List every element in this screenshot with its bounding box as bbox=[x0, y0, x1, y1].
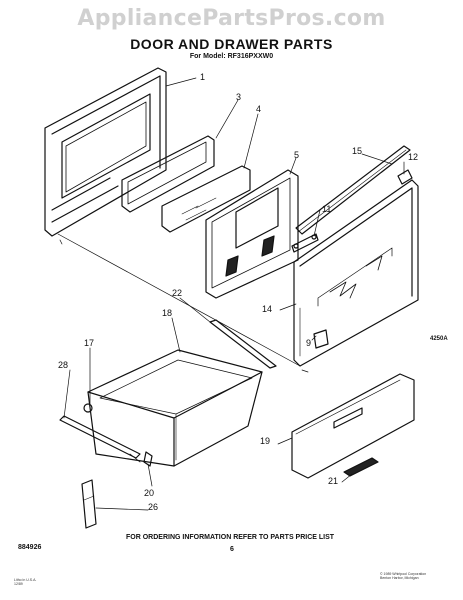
callout-3: 3 bbox=[236, 92, 242, 102]
drawer-front-panel bbox=[291, 373, 415, 479]
callout-12: 12 bbox=[408, 152, 419, 162]
door-glass bbox=[161, 165, 251, 233]
callout-17: 17 bbox=[84, 338, 95, 348]
callout-20: 20 bbox=[144, 488, 155, 498]
callout-5: 5 bbox=[294, 150, 300, 160]
drawer-roller-left bbox=[83, 403, 93, 413]
figure-code: 4250A bbox=[430, 336, 448, 342]
model-subtitle: For Model: RF316PXXW0 bbox=[189, 53, 274, 60]
callout-9: 9 bbox=[306, 338, 312, 348]
inner-door-liner bbox=[205, 169, 299, 299]
fine-print-right-line1: © 1989 Whirlpool Corporation bbox=[380, 572, 427, 576]
drawer-end-cap bbox=[81, 479, 97, 529]
callout-28: 28 bbox=[58, 360, 69, 370]
callout-22: 22 bbox=[172, 288, 183, 298]
fine-print-left-line2: 12/89 bbox=[14, 582, 23, 586]
drawer-glide bbox=[143, 451, 153, 467]
drawer-handle bbox=[343, 457, 379, 477]
drawer-side-rail bbox=[59, 415, 141, 463]
page-title: DOOR AND DRAWER PARTS bbox=[130, 36, 333, 52]
callout-21: 21 bbox=[328, 476, 339, 486]
fine-print-right-line2: Benton Harbor, Michigan bbox=[380, 576, 419, 580]
fine-print-right: © 1989 Whirlpool Corporation Benton Harb… bbox=[380, 572, 426, 580]
callout-26: 26 bbox=[148, 502, 159, 512]
callout-4: 4 bbox=[256, 104, 262, 114]
fine-print-left: Litho in U.S.A. 12/89 bbox=[14, 578, 36, 586]
storage-drawer bbox=[87, 349, 263, 467]
callout-11: 11 bbox=[322, 204, 332, 214]
handle-bracket bbox=[291, 233, 319, 253]
door-top-trim bbox=[295, 145, 411, 235]
callout-14: 14 bbox=[262, 304, 273, 314]
callout-19: 19 bbox=[260, 436, 271, 446]
site-watermark: AppliancePartsPros.com bbox=[77, 6, 386, 31]
fine-print-left-line1: Litho in U.S.A. bbox=[14, 578, 37, 582]
outer-door-skin bbox=[293, 179, 419, 367]
trim-clip bbox=[397, 169, 413, 185]
page-number: 6 bbox=[230, 546, 234, 553]
outer-door-panel bbox=[44, 67, 167, 237]
callout-18: 18 bbox=[162, 308, 173, 318]
drawer-rear-bar bbox=[209, 319, 277, 369]
callout-1: 1 bbox=[200, 72, 206, 82]
door-glass-frame bbox=[121, 135, 215, 213]
ordering-instruction: FOR ORDERING INFORMATION REFER TO PARTS … bbox=[126, 534, 335, 541]
callout-15: 15 bbox=[352, 146, 363, 156]
document-number: 884926 bbox=[18, 544, 42, 551]
